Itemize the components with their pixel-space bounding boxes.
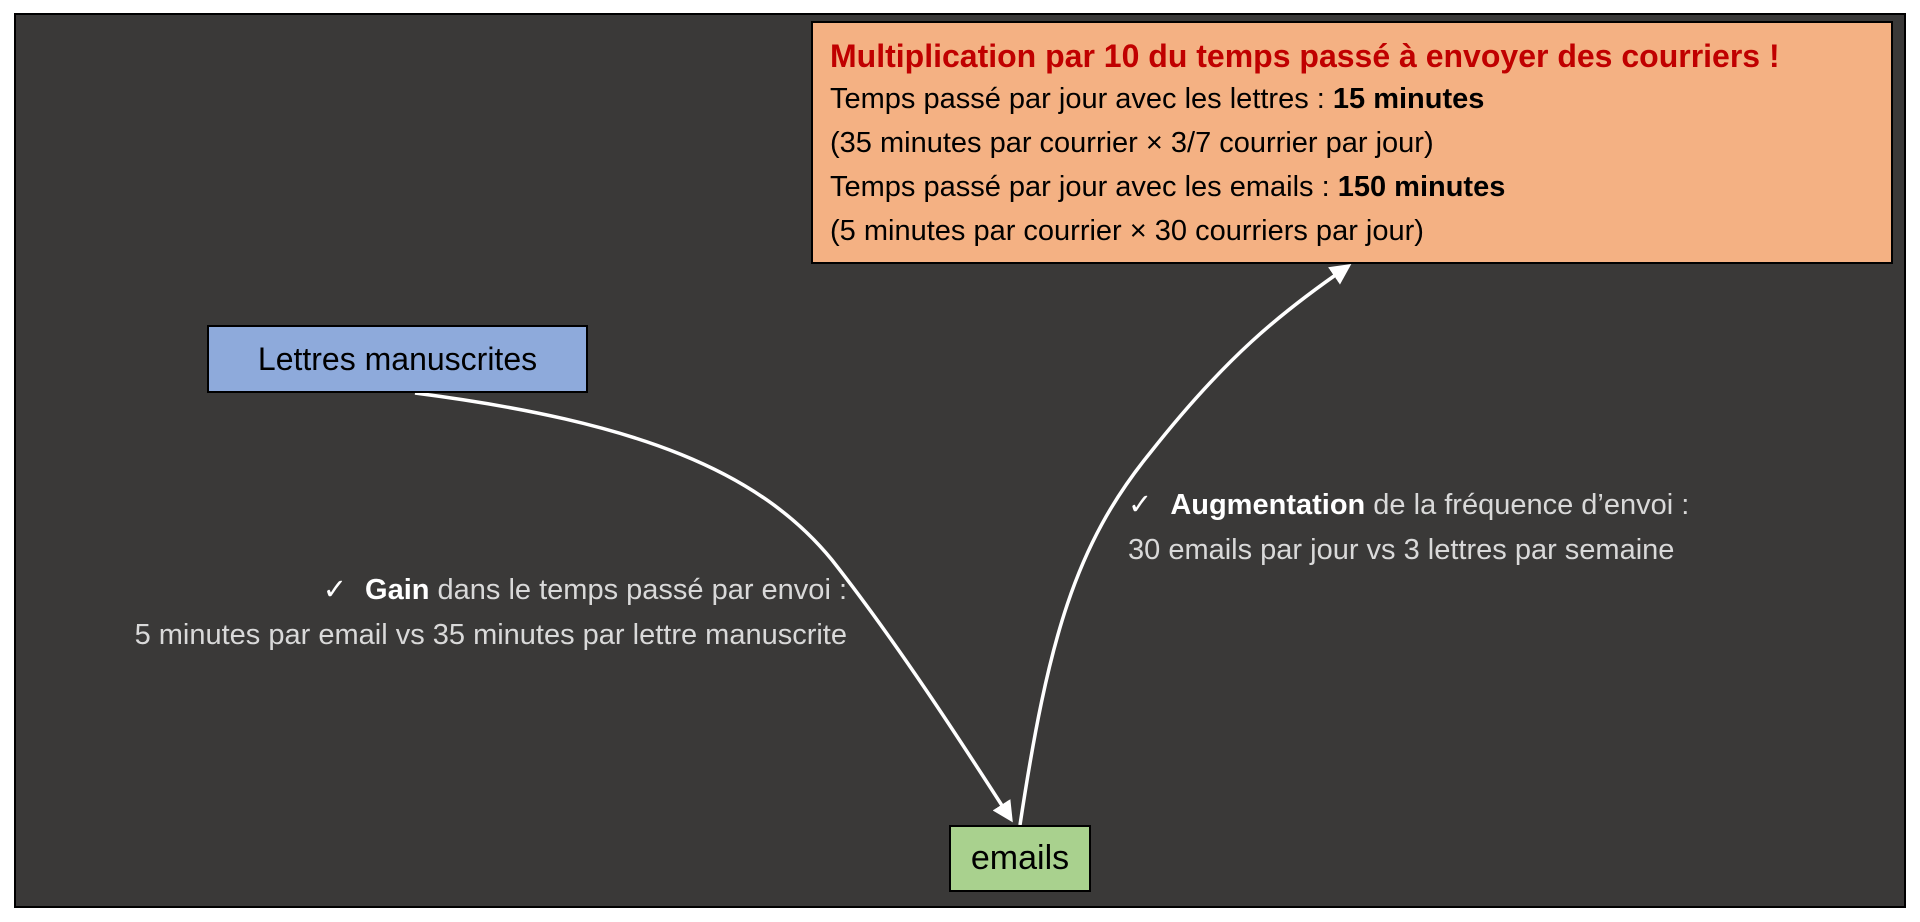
result-title: Multiplication par 10 du temps passé à e… <box>830 38 1780 74</box>
note-augmentation-rest: de la fréquence d’envoi : <box>1365 489 1690 521</box>
result-line-lettres-detail: (35 minutes par courrier × 3/7 courrier … <box>830 127 1434 159</box>
node-lettres-manuscrites: Lettres manuscrites <box>207 325 588 393</box>
checkmark-icon: ✓ <box>322 574 348 606</box>
result-line-emails: Temps passé par jour avec les emails : 1… <box>830 165 1875 209</box>
node-lettres-label: Lettres manuscrites <box>257 340 538 377</box>
result-line-emails-prefix: Temps passé par jour avec les emails : <box>830 171 1338 203</box>
result-box: Multiplication par 10 du temps passé à e… <box>811 21 1893 264</box>
note-gain-line2: 5 minutes par email vs 35 minutes par le… <box>134 619 847 651</box>
result-line-lettres-value: 15 minutes <box>1332 83 1485 115</box>
note-gain-keyword: Gain <box>365 574 430 606</box>
note-augmentation-line1: ✓ Augmentation de la fréquence d’envoi : <box>1128 483 1689 528</box>
result-line-lettres-prefix: Temps passé par jour avec les lettres : <box>830 83 1333 115</box>
note-gain-line1: ✓ Gain dans le temps passé par envoi : <box>135 568 847 613</box>
note-augmentation-line2: 30 emails par jour vs 3 lettres par sema… <box>1128 534 1675 566</box>
note-augmentation-keyword: Augmentation <box>1170 489 1366 521</box>
result-line-emails-value: 150 minutes <box>1337 171 1506 203</box>
result-line-emails-detail: (5 minutes par courrier × 30 courriers p… <box>830 215 1424 247</box>
note-gain: ✓ Gain dans le temps passé par envoi : 5 … <box>135 568 847 658</box>
checkmark-icon: ✓ <box>1128 489 1153 521</box>
note-augmentation: ✓Augmentation de la fréquence d’envoi : … <box>1128 483 1689 573</box>
node-emails-label: emails <box>970 839 1070 877</box>
result-line-lettres: Temps passé par jour avec les lettres : … <box>830 77 1875 121</box>
arrow-emails-to-result <box>1018 264 1352 826</box>
node-emails: emails <box>949 825 1091 892</box>
note-gain-rest: dans le temps passé par envoi : <box>429 574 847 606</box>
arrow-lettres-to-emails <box>414 391 1013 823</box>
